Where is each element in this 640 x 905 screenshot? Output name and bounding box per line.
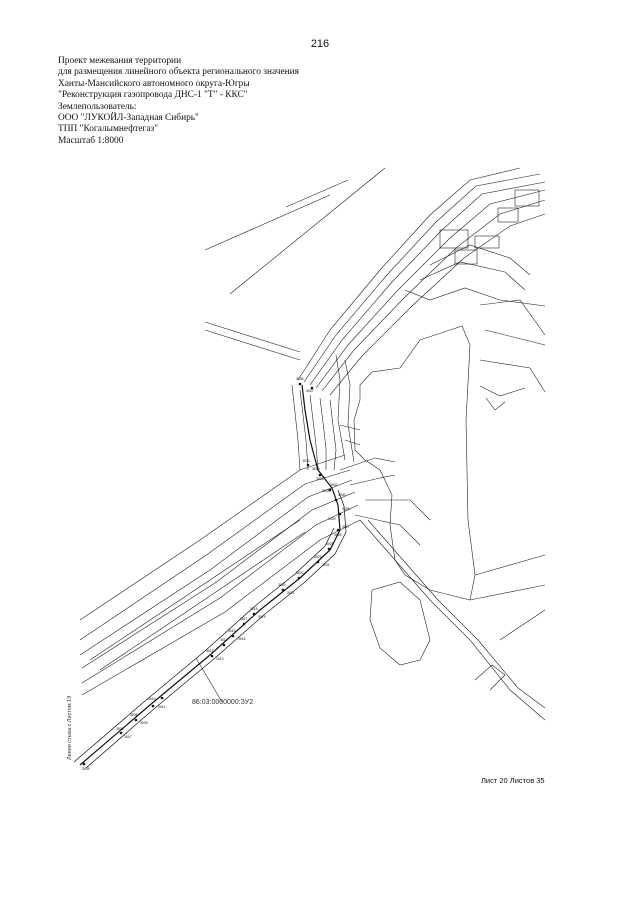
svg-text:3016: 3016 [238, 637, 246, 641]
svg-text:3034: 3034 [302, 459, 310, 463]
svg-text:3014: 3014 [220, 638, 228, 642]
header-line: Проект межевания территории [58, 56, 182, 66]
svg-text:3011: 3011 [158, 705, 165, 709]
page-number: 216 [310, 38, 330, 50]
map-linework [73, 167, 546, 769]
svg-text:3027: 3027 [342, 525, 350, 529]
svg-text:3007: 3007 [124, 735, 132, 739]
svg-text:3029: 3029 [328, 517, 336, 521]
point-labels: 3005 3006 3007 3008 3009 3010 3011 3012 … [82, 377, 350, 771]
svg-text:3022: 3022 [296, 571, 304, 575]
header-line: Масштаб 1:8000 [58, 135, 124, 146]
svg-text:3021: 3021 [287, 591, 295, 595]
svg-text:3025: 3025 [326, 542, 334, 546]
svg-text:3023: 3023 [314, 555, 322, 559]
svg-text:3036: 3036 [296, 377, 304, 381]
header-line: ТПП "Когалымнефтегаз" [58, 124, 159, 135]
svg-text:3006: 3006 [116, 727, 124, 731]
header-line: Ханты-Мансийского автономного округа-Югр… [58, 78, 250, 89]
svg-text:3018: 3018 [250, 607, 258, 611]
header-line: Землепользователь: [58, 101, 137, 112]
sheet-number: Лист 20 Листов 35 [481, 776, 545, 785]
svg-text:3033: 3033 [316, 477, 324, 481]
svg-text:3037: 3037 [306, 389, 314, 393]
header-line: "Реконструкция газопровода ДНС-1 "Т" - К… [58, 90, 248, 101]
svg-text:3026: 3026 [334, 533, 342, 537]
svg-text:3030: 3030 [338, 493, 346, 497]
svg-text:3031: 3031 [322, 489, 330, 493]
svg-text:3010: 3010 [148, 697, 156, 701]
svg-text:3012: 3012 [206, 649, 214, 653]
svg-text:3019: 3019 [258, 615, 266, 619]
svg-text:3013: 3013 [216, 657, 224, 661]
svg-text:3005: 3005 [82, 767, 90, 771]
document-header: Проект межевания территории для размещен… [58, 56, 299, 147]
parcel-label: 86:03:0000000:ЗУ2 [192, 699, 253, 706]
boundary-points [82, 382, 342, 766]
svg-text:3020: 3020 [278, 583, 286, 587]
svg-text:3017: 3017 [240, 617, 248, 621]
svg-text:3008: 3008 [130, 713, 138, 717]
svg-text:3035: 3035 [312, 467, 320, 471]
svg-text:3028: 3028 [342, 507, 350, 511]
svg-text:3032: 3032 [330, 483, 338, 487]
svg-text:3009: 3009 [140, 721, 148, 725]
svg-text:3015: 3015 [228, 629, 236, 633]
boundary-join-label: Линия стыка с Листом 19 [67, 696, 73, 760]
header-line: ООО "ЛУКОЙЛ-Западная Сибирь" [58, 113, 199, 124]
svg-text:3024: 3024 [322, 563, 330, 567]
header-line: для размещения линейного объекта региона… [58, 67, 299, 78]
